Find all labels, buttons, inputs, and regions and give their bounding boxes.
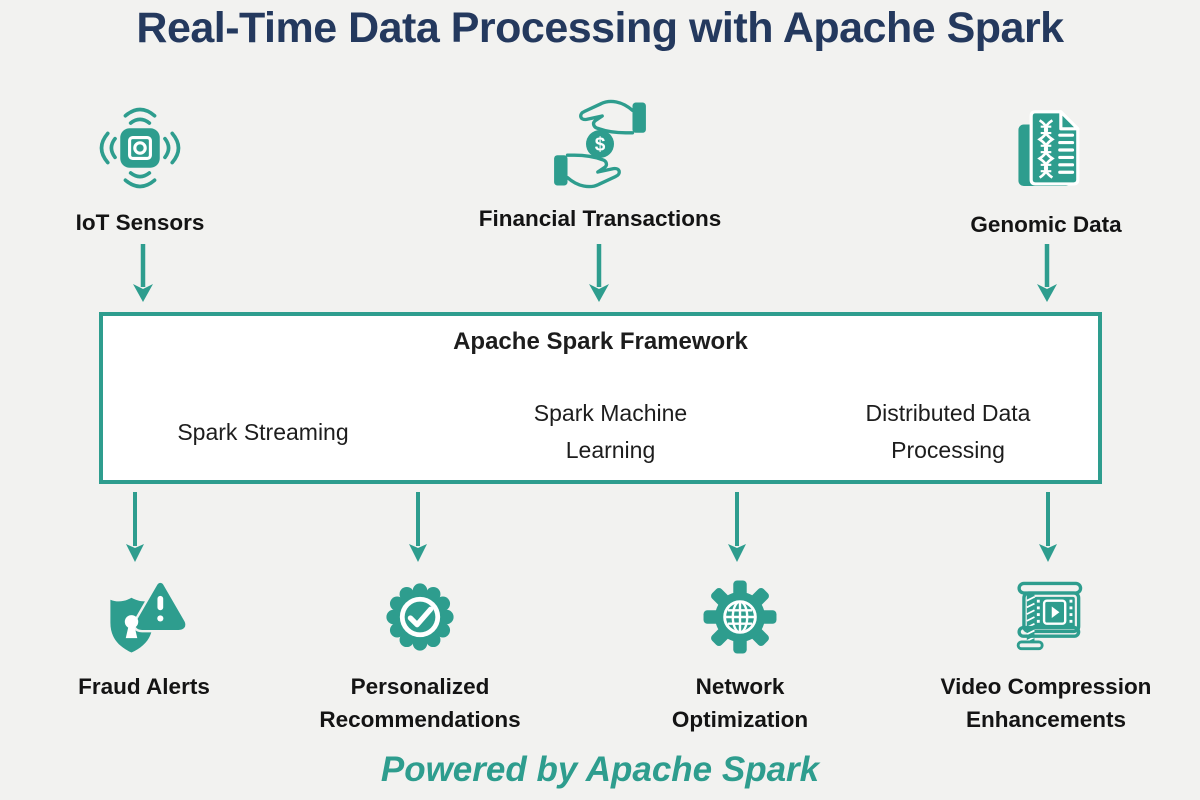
component-spark-streaming: Spark Streaming (177, 418, 349, 445)
arrow-down-icon (409, 492, 427, 562)
output-label: Network Optimization (671, 674, 809, 732)
apache-spark-framework-box: Apache Spark Framework Spark Streaming S… (99, 312, 1102, 484)
source-iot-sensors: IoT Sensors (40, 94, 240, 239)
output-label: Personalized Recommendations (319, 674, 521, 732)
page-title: Real-Time Data Processing with Apache Sp… (136, 4, 1064, 52)
gear-globe-icon (692, 568, 788, 666)
source-label: IoT Sensors (75, 210, 205, 235)
source-genomic-data: Genomic Data (916, 96, 1176, 241)
arrow-down-icon (1037, 244, 1057, 302)
output-video-compression: Video Compression Enhancements (896, 568, 1196, 736)
output-label: Fraud Alerts (78, 674, 210, 699)
arrow-down-icon (126, 492, 144, 562)
svg-text:$: $ (595, 135, 606, 156)
arrow-down-icon (133, 244, 153, 302)
footer-tagline: Powered by Apache Spark (380, 750, 820, 789)
source-label: Financial Transactions (478, 206, 722, 231)
component-spark-machine-learning: Spark Machine Learning (533, 400, 688, 463)
hands-dollar-icon: $ (544, 90, 656, 198)
iot-sensor-icon (88, 94, 192, 202)
output-label: Video Compression Enhancements (940, 674, 1152, 732)
output-personalized-recommendations: Personalized Recommendations (285, 568, 555, 736)
output-fraud-alerts: Fraud Alerts (34, 568, 254, 703)
component-distributed-data-processing: Distributed Data Processing (865, 400, 1031, 463)
framework-components: Spark Streaming Spark Machine Learning D… (123, 386, 1078, 478)
framework-title: Apache Spark Framework (453, 328, 748, 355)
shield-alert-icon (96, 568, 192, 666)
source-financial-transactions: $ Financial Transactions (440, 90, 760, 235)
arrow-down-icon (589, 244, 609, 302)
arrow-down-icon (1039, 492, 1057, 562)
video-compress-icon (998, 568, 1094, 666)
arrow-down-icon (728, 492, 746, 562)
source-label: Genomic Data (970, 212, 1122, 237)
output-network-optimization: Network Optimization (630, 568, 850, 736)
badge-check-icon (372, 568, 468, 666)
dna-document-icon (993, 96, 1099, 204)
